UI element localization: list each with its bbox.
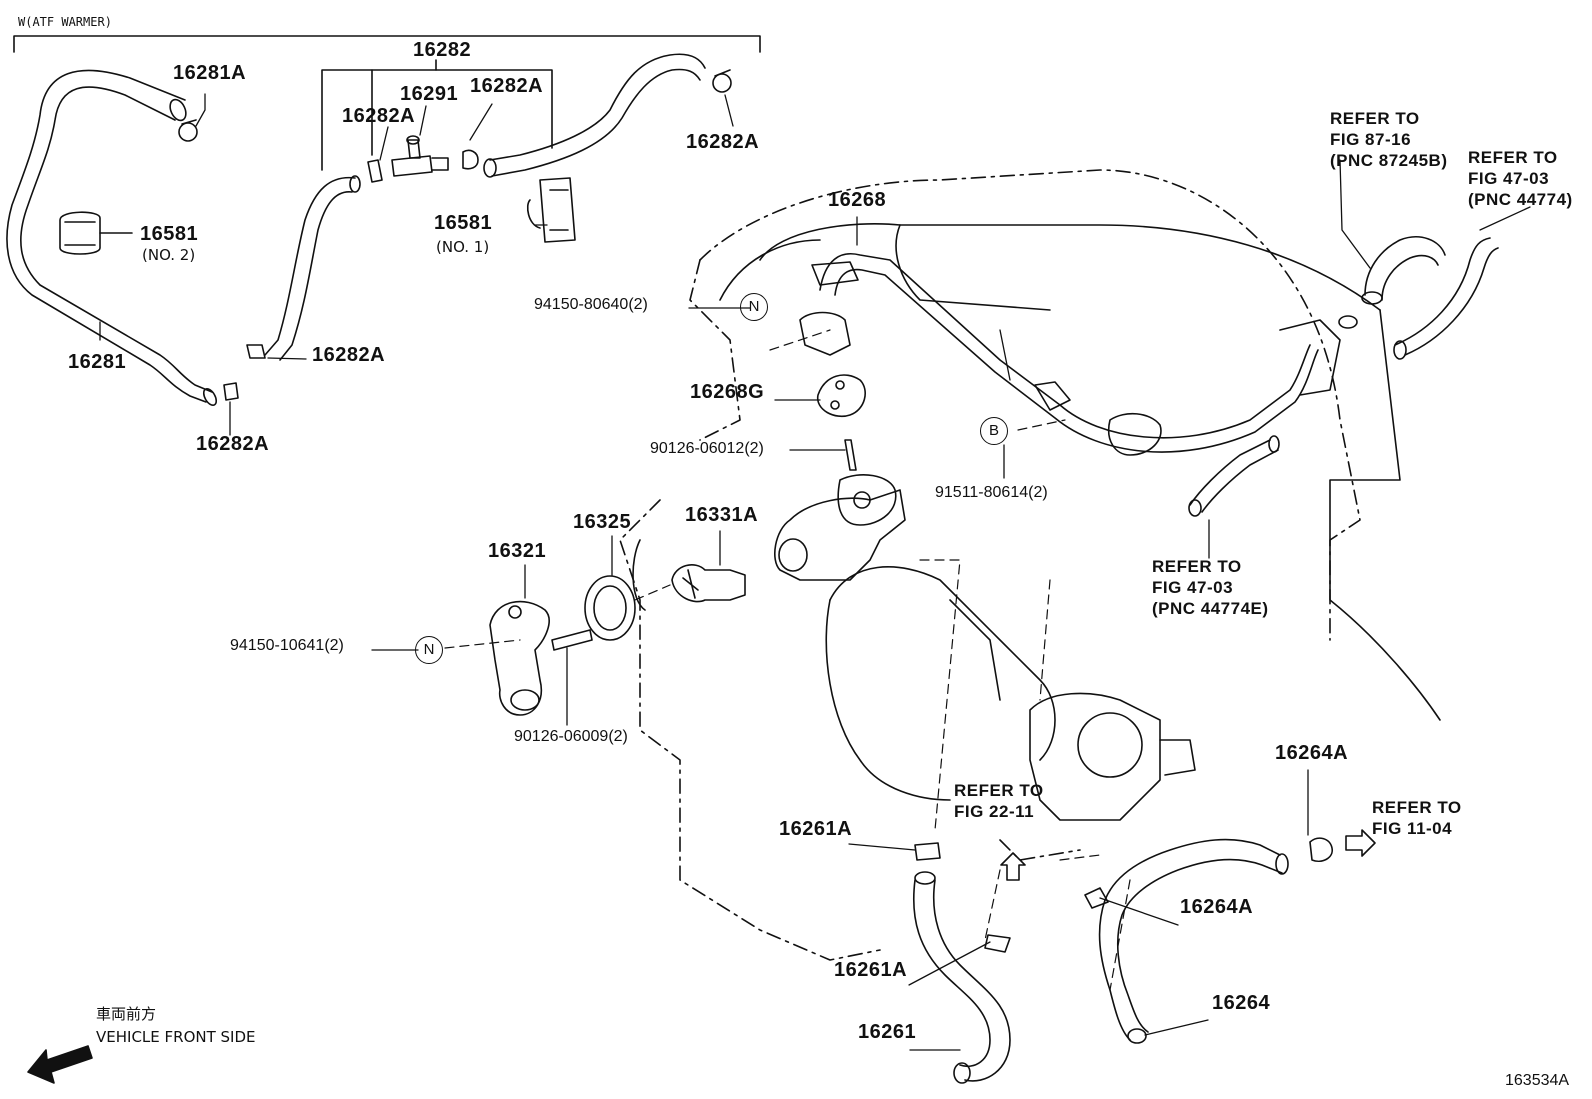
water-inlet <box>774 474 906 581</box>
refer-arrow-fig11 <box>1345 829 1376 857</box>
throttle-body <box>1029 692 1196 821</box>
clamp-16581-no1 <box>526 177 576 243</box>
refer-fig-22-11: REFER TO FIG 22-11 <box>954 781 1044 821</box>
part-16581-no1-sub: (NO. 1) <box>436 238 490 256</box>
figure-code: 163534A <box>1505 1072 1570 1089</box>
part-16261A-top: 16261A <box>779 818 853 840</box>
front-side-english: VEHICLE FRONT SIDE <box>96 1028 256 1046</box>
bracket-16282 <box>321 59 553 171</box>
hose-16281 <box>6 69 218 406</box>
refer-fig-87-16: REFER TO FIG 87-16 (PNC 87245B) <box>1330 109 1448 170</box>
group-header: W(ATF WARMER) <box>18 15 112 29</box>
hose-16264 <box>1084 837 1333 1044</box>
part-16281A: 16281A <box>173 62 247 84</box>
front-side-japanese: 車両前方 <box>96 1005 157 1023</box>
part-16264: 16264 <box>1212 992 1271 1014</box>
part-16581-no2: 16581 <box>140 223 199 245</box>
hose-16261 <box>912 842 1011 1084</box>
part-91511-80614: 91511-80614(2) <box>935 484 1048 501</box>
part-90126-06012: 90126-06012(2) <box>650 440 764 457</box>
part-16321: 16321 <box>488 540 547 562</box>
gasket-16268G <box>817 374 866 471</box>
part-16282A-left: 16282A <box>342 105 416 127</box>
refer-fig-11-04: REFER TO FIG 11-04 <box>1372 798 1462 838</box>
hose-lower-right <box>1188 435 1280 517</box>
clamps-16282a <box>178 69 732 401</box>
part-16331A: 16331A <box>685 504 759 526</box>
part-16282: 16282 <box>413 39 472 61</box>
atf-warmer-bracket <box>13 35 761 53</box>
part-16268G: 16268G <box>690 381 765 403</box>
part-16281: 16281 <box>68 351 127 373</box>
pipe-16268 <box>799 253 1358 456</box>
part-16282A-top-right: 16282A <box>686 131 760 153</box>
marker-n-upper: N <box>740 293 768 321</box>
part-16581-no1: 16581 <box>434 212 493 234</box>
leader-lines <box>99 93 1531 1051</box>
marker-b: B <box>980 417 1008 445</box>
thermostat-16331A <box>671 564 746 603</box>
marker-n-lower: N <box>415 636 443 664</box>
part-16282A-bottom: 16282A <box>196 433 270 455</box>
part-16282A-right: 16282A <box>470 75 544 97</box>
vehicle-front-arrow <box>27 1045 93 1084</box>
part-94150-10641: 94150-10641(2) <box>230 637 344 654</box>
part-16291: 16291 <box>400 83 459 105</box>
stud-90126-06009 <box>551 629 593 651</box>
clamp-16581-no2 <box>59 211 133 255</box>
part-16325: 16325 <box>573 511 632 533</box>
part-16282A-mid: 16282A <box>312 344 386 366</box>
part-90126-06009: 90126-06009(2) <box>514 728 628 745</box>
hose-upper-right <box>1361 236 1499 360</box>
part-16268: 16268 <box>828 189 887 211</box>
part-16264A-bottom: 16264A <box>1180 896 1254 918</box>
part-16261A-bottom: 16261A <box>834 959 908 981</box>
hose-16282 <box>264 53 706 361</box>
part-16264A-top: 16264A <box>1275 742 1349 764</box>
t-fitting-16291 <box>391 135 449 177</box>
refer-fig-47-03-b: REFER TO FIG 47-03 (PNC 44774E) <box>1152 557 1269 618</box>
part-16581-no2-sub: (NO. 2) <box>142 246 196 264</box>
refer-arrow-fig22 <box>1000 852 1026 881</box>
housing-16321 <box>489 600 550 716</box>
part-94150-80640: 94150-80640(2) <box>534 296 648 313</box>
refer-fig-47-03-a: REFER TO FIG 47-03 (PNC 44774) <box>1468 148 1573 209</box>
gasket-16325 <box>584 575 636 641</box>
dashed-lines <box>444 329 1131 991</box>
part-16261: 16261 <box>858 1021 917 1043</box>
